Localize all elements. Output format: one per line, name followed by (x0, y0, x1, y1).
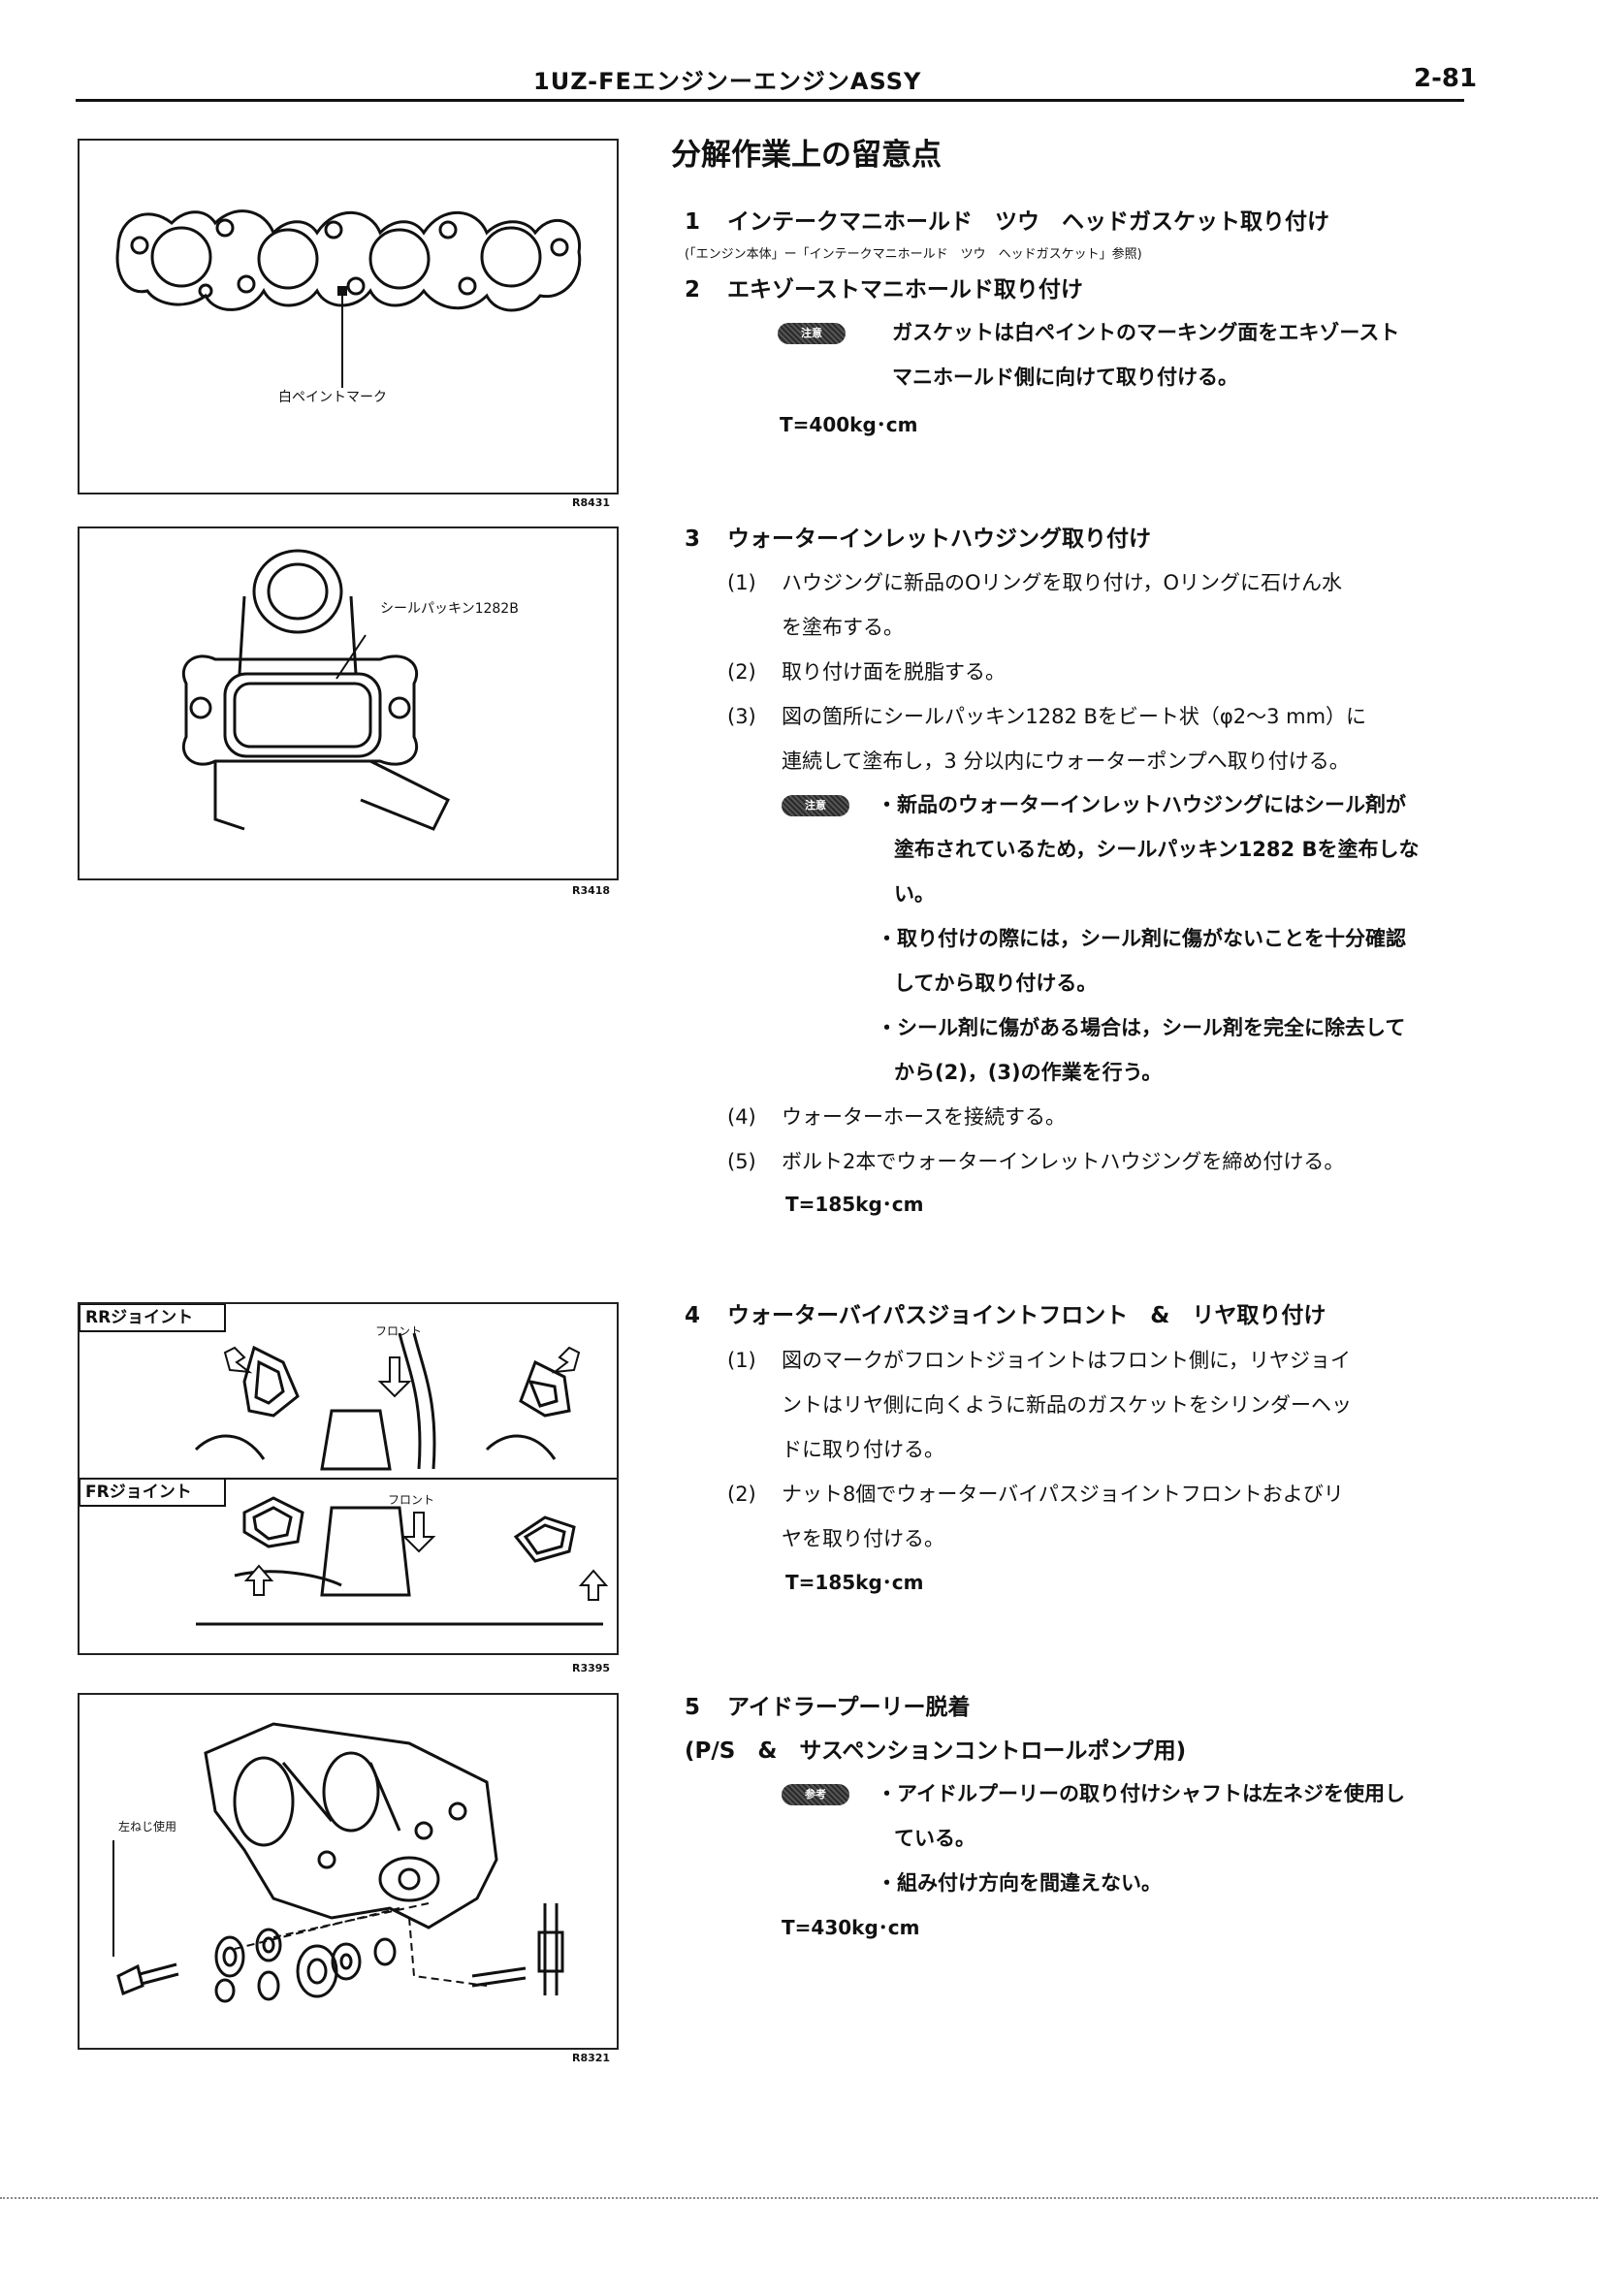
figure-code-r8431: R8431 (572, 496, 611, 509)
step-3-item-2: 取り付け面を脱脂する。 (782, 660, 1006, 684)
step-3-item-4-number: (4) (727, 1105, 756, 1129)
step-5-number: 5 (685, 1695, 701, 1720)
step-3-caution-1-line-2: 塗布されているため，シールパッキン1282 Bを塗布しな (894, 838, 1420, 861)
step-3-item-2-number: (2) (727, 660, 756, 684)
step-3-caution-1-line-1: ・新品のウォーターインレットハウジングにはシール剤が (877, 793, 1406, 816)
step-3-item-1-number: (1) (727, 571, 756, 594)
step-3-item-5-number: (5) (727, 1150, 756, 1173)
figure-water-bypass-joints: RRジョイント FRジョイント フロント フロント (78, 1302, 619, 1655)
figure-code-r8321: R8321 (572, 2052, 611, 2064)
step-3-torque: T=185kg･cm (785, 1193, 924, 1216)
section-title: 分解作業上の留意点 (671, 138, 942, 173)
figure-water-inlet-housing: シールパッキン1282B (78, 526, 619, 880)
step-3-number: 3 (685, 526, 701, 552)
figure-code-r3395: R3395 (572, 1662, 611, 1674)
idler-pulley-drawing (112, 1722, 564, 2003)
step-3-item-1-line-2: を塗布する。 (782, 616, 904, 639)
step-2-number: 2 (685, 277, 701, 303)
front-label-top: フロント (375, 1324, 423, 1338)
header-title: 1UZ-FEエンジンーエンジンASSY (533, 68, 922, 95)
step-5-note-1-line-2: ている。 (894, 1827, 975, 1850)
seal-packing-label: シールパッキン1282B (380, 601, 519, 617)
step-2-note-line-2: マニホールド側に向けて取り付ける。 (892, 366, 1238, 389)
step-4-torque: T=185kg･cm (785, 1571, 924, 1594)
figure-exhaust-gasket: 白ペイントマーク (78, 139, 619, 494)
step-4-title: ウォーターバイパスジョイントフロント & リヤ取り付け (727, 1303, 1326, 1328)
figure-idler-pulley: 左ねじ使用 (78, 1693, 619, 2050)
left-hand-thread-label: 左ねじ使用 (118, 1820, 177, 1834)
step-5-torque: T=430kg･cm (782, 1916, 920, 1939)
step-3-item-3-line-1: 図の箇所にシールパッキン1282 Bをビート状（φ2～3 mm）に (782, 705, 1367, 728)
step-3-caution-3-line-1: ・シール剤に傷がある場合は，シール剤を完全に除去して (877, 1016, 1406, 1039)
step-3-caution-3-line-2: から(2)，(3)の作業を行う。 (894, 1061, 1163, 1084)
step-3-caution-1-line-3: い。 (894, 882, 935, 906)
water-bypass-drawing (80, 1304, 617, 1626)
page-number: 2-81 (1414, 64, 1478, 93)
front-label-bottom: フロント (388, 1493, 435, 1507)
fr-joint-label: FRジョイント (85, 1483, 192, 1502)
step-3-caution-2-line-1: ・取り付けの際には，シール剤に傷がないことを十分確認 (877, 927, 1406, 950)
step-3-item-1-line-1: ハウジングに新品のOリングを取り付け，Oリングに石けん水 (782, 571, 1343, 594)
reference-badge-step-5: 参考 (782, 1784, 849, 1805)
step-3-caution-2-line-2: してから取り付ける。 (894, 972, 1098, 995)
bottom-dotted-rule (0, 2197, 1598, 2199)
step-4-item-1-line-1: 図のマークがフロントジョイントはフロント側に，リヤジョイ (782, 1349, 1351, 1372)
step-5-note-1-line-1: ・アイドルプーリーの取り付けシャフトは左ネジを使用し (877, 1782, 1405, 1805)
step-5-note-2: ・組み付け方向を間違えない。 (877, 1871, 1162, 1895)
step-5-subtitle: (P/S & サスペンションコントロールポンプ用) (685, 1738, 1187, 1764)
step-4-item-1-number: (1) (727, 1349, 756, 1372)
step-1-reference: (「エンジン本体」ー「インテークマニホールド ツウ ヘッドガスケット」参照) (685, 247, 1142, 262)
step-4-item-2-number: (2) (727, 1483, 756, 1506)
caution-badge-step-3: 注意 (782, 795, 849, 816)
rr-joint-label: RRジョイント (85, 1308, 194, 1327)
step-4-item-2-line-2: ヤを取り付ける。 (782, 1527, 944, 1550)
step-4-item-1-line-2: ントはリヤ側に向くように新品のガスケットをシリンダーヘッ (782, 1393, 1352, 1417)
step-2-title: エキゾーストマニホールド取り付け (727, 277, 1083, 303)
step-3-item-4: ウォーターホースを接続する。 (782, 1105, 1066, 1129)
exhaust-gasket-drawing (115, 209, 582, 388)
water-inlet-drawing (181, 549, 451, 831)
step-4-number: 4 (685, 1303, 701, 1328)
step-5-title: アイドラープーリー脱着 (727, 1695, 971, 1720)
step-2-torque: T=400kg･cm (780, 413, 918, 436)
step-1-number: 1 (685, 209, 701, 235)
white-paint-mark-label: 白ペイントマーク (278, 390, 387, 405)
step-3-item-3-line-2: 連続して塗布し，3 分以内にウォーターポンプへ取り付ける。 (782, 749, 1350, 773)
step-4-item-2-line-1: ナット8個でウォーターバイパスジョイントフロントおよびリ (782, 1483, 1344, 1506)
step-3-item-5: ボルト2本でウォーターインレットハウジングを締め付ける。 (782, 1150, 1345, 1173)
step-1-title: インテークマニホールド ツウ ヘッドガスケット取り付け (727, 209, 1329, 235)
step-3-title: ウォーターインレットハウジング取り付け (727, 526, 1151, 552)
step-3-item-3-number: (3) (727, 705, 756, 728)
caution-badge-step-2: 注意 (778, 323, 846, 344)
figure-code-r3418: R3418 (572, 884, 611, 897)
step-4-item-1-line-3: ドに取り付ける。 (782, 1438, 944, 1461)
header-rule (76, 99, 1464, 102)
step-2-note-line-1: ガスケットは白ペイントのマーキング面をエキゾースト (892, 321, 1400, 344)
